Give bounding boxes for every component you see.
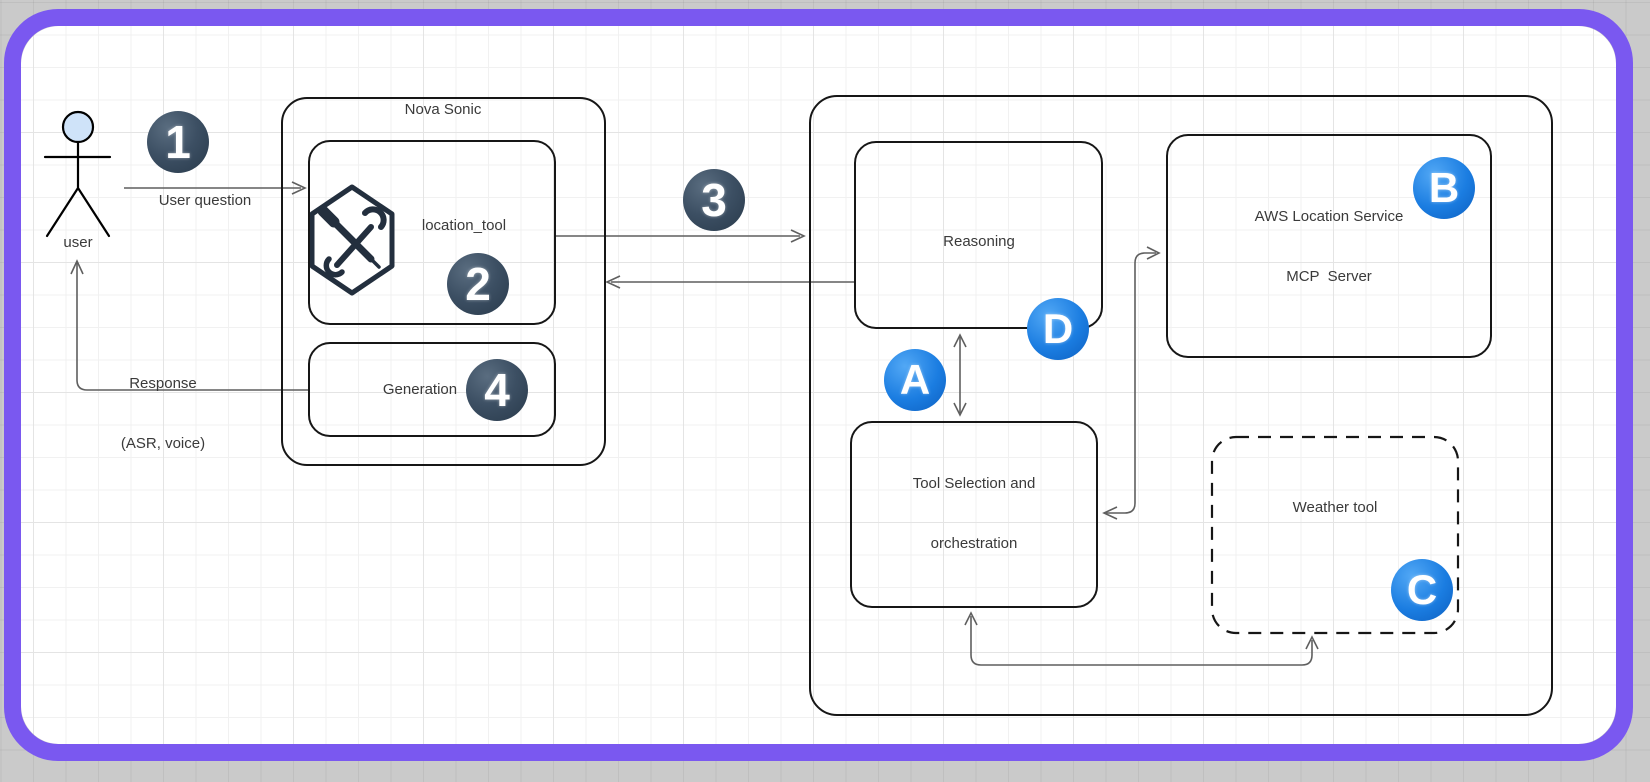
tool-result-arrow (605, 275, 854, 289)
weather-tool-box (1210, 435, 1460, 635)
step-badge-3: 3 (683, 169, 745, 231)
tool-selection-label-line2: orchestration (930, 535, 1018, 552)
agent-container (809, 95, 1553, 716)
page-background (21, 26, 1616, 744)
step-badge-4: 4 (466, 359, 528, 421)
tool-call-arrow (556, 229, 806, 243)
screwdriver-blade (327, 215, 375, 263)
response-edge-label-line2: (ASR, voice) (120, 435, 206, 452)
generation-label: Generation (382, 381, 458, 398)
step-badge-2: 2 (447, 253, 509, 315)
reasoning-box (854, 141, 1103, 329)
response-edge-label: Response (ASR, voice) (121, 334, 205, 494)
tool-selection-label: Tool Selection and orchestration (913, 434, 1036, 594)
toolselection-weather-arrow (964, 611, 1319, 666)
aws-mcp-server-box (1166, 134, 1492, 358)
response-edge-label-line1: Response (129, 375, 197, 392)
toolselection-aws-arrow (1102, 246, 1161, 520)
user-question-edge-label: User question (158, 192, 252, 209)
user-actor-icon (43, 110, 112, 238)
letter-badge-b: B (1413, 157, 1475, 219)
reasoning-toolselection-arrow (953, 333, 967, 417)
user-question-arrow (124, 181, 307, 195)
generation-box (308, 342, 556, 437)
wrench-head-bottom (323, 256, 345, 278)
reasoning-label: Reasoning (943, 233, 1015, 250)
actor-head (61, 110, 95, 144)
location-tool-box (308, 140, 556, 325)
nova-sonic-container (281, 97, 606, 466)
tool-selection-label-line1: Tool Selection and (912, 475, 1036, 492)
wrench-shaft (334, 224, 374, 268)
wrench-head-top (362, 206, 387, 230)
actor-body (43, 140, 112, 238)
letter-badge-d: D (1027, 298, 1089, 360)
screwdriver-tip (368, 256, 381, 269)
letter-badge-c: C (1391, 559, 1453, 621)
aws-mcp-server-label: AWS Location Service MCP Server (1255, 167, 1404, 327)
tools-icon (309, 184, 395, 296)
tool-selection-box (850, 421, 1098, 608)
letter-badge-a: A (884, 349, 946, 411)
aws-mcp-server-label-line2: MCP Server (1286, 268, 1372, 285)
response-arrow (70, 259, 308, 391)
user-actor-label: user (63, 234, 93, 251)
purple-page-border (4, 9, 1633, 761)
aws-mcp-server-label-line1: AWS Location Service (1254, 208, 1404, 225)
weather-tool-label: Weather tool (1292, 499, 1378, 516)
location-tool-label: location_tool (421, 217, 507, 234)
nova-sonic-label: Nova Sonic (404, 101, 482, 118)
step-badge-1: 1 (147, 111, 209, 173)
